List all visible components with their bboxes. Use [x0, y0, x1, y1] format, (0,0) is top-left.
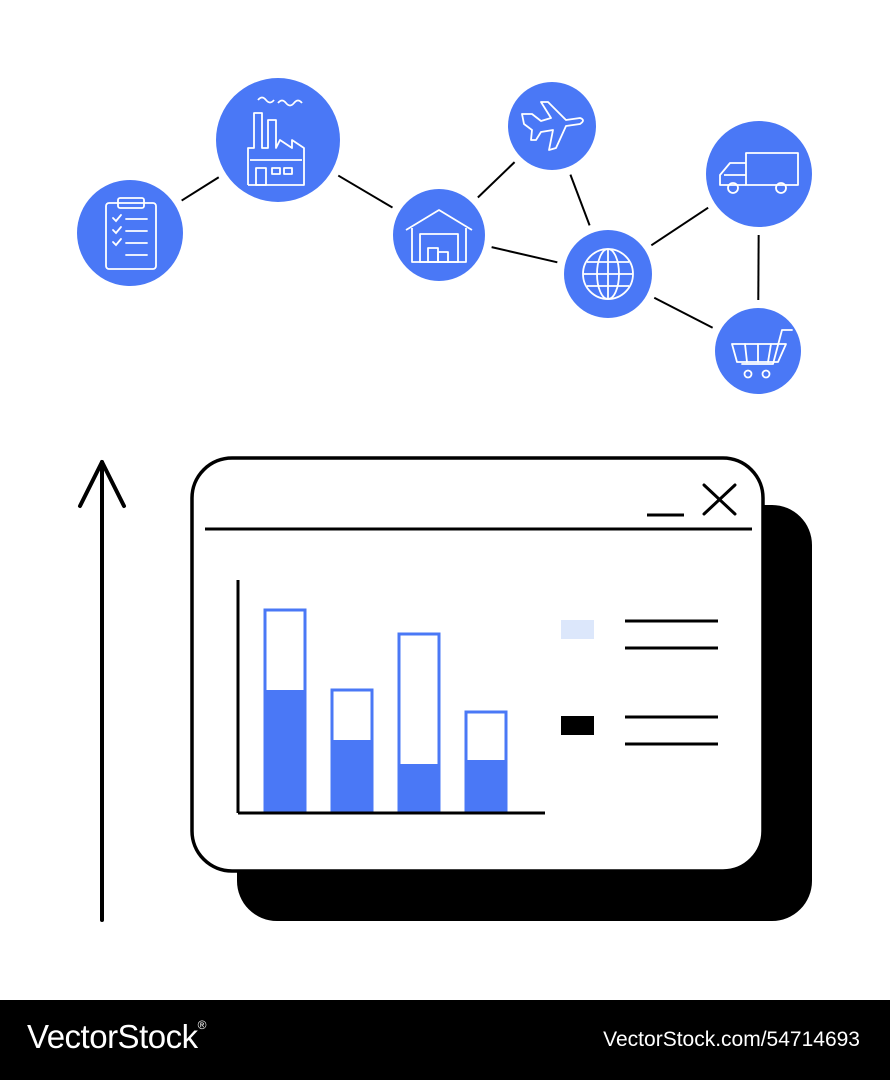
- watermark-brand-name: VectorStock: [27, 1018, 198, 1055]
- bar-2-segment-1: [332, 740, 372, 810]
- legend-swatch-1: [561, 620, 594, 639]
- bar-4-segment-1: [466, 760, 506, 810]
- bar-3-segment-2: [399, 634, 439, 764]
- edge-orders-factory: [181, 176, 220, 202]
- delivery-truck-icon: [719, 152, 799, 194]
- node-globe: [564, 230, 652, 318]
- edge-warehouse-globe: [491, 246, 558, 264]
- edge-airplane-globe: [569, 174, 591, 226]
- clipboard-checklist-icon: [105, 197, 157, 270]
- node-warehouse: [393, 189, 485, 281]
- edge-factory-warehouse: [337, 174, 394, 209]
- node-orders: [77, 180, 183, 286]
- airplane-icon: [521, 101, 584, 151]
- bar-3-outline: [397, 632, 441, 812]
- network-edges: [181, 161, 760, 329]
- bar-2-outline: [330, 688, 374, 812]
- node-factory: [216, 78, 340, 202]
- chart-window: [190, 456, 812, 921]
- close-icon[interactable]: [702, 483, 737, 516]
- bar-1-outline: [263, 608, 307, 812]
- chart-bars: [263, 608, 508, 812]
- bar-4-outline: [464, 710, 508, 812]
- factory-icon: [247, 96, 305, 186]
- watermark-image-id: VectorStock.com/54714693: [603, 1028, 860, 1051]
- illustration: [77, 78, 812, 922]
- edge-warehouse-airplane: [477, 161, 516, 199]
- bar-2-segment-2: [332, 690, 372, 740]
- node-truck: [706, 121, 812, 227]
- bar-1-segment-1: [265, 690, 305, 810]
- bar-1-segment-2: [265, 610, 305, 690]
- shopping-cart-icon: [731, 329, 793, 379]
- node-cart: [715, 308, 801, 394]
- edge-globe-truck: [650, 206, 709, 247]
- globe-icon: [582, 248, 634, 300]
- edge-globe-cart: [653, 296, 714, 329]
- bar-3-segment-1: [399, 764, 439, 810]
- chart-legend: [561, 619, 718, 746]
- watermark-bar: VectorStock® VectorStock.com/54714693: [0, 1000, 890, 1080]
- watermark-brand: VectorStock®: [27, 1018, 206, 1056]
- up-arrow-icon: [78, 460, 126, 922]
- bar-4-segment-2: [466, 712, 506, 760]
- watermark-brand-mark: ®: [197, 1018, 207, 1032]
- warehouse-icon: [405, 209, 473, 263]
- legend-swatch-2: [561, 716, 594, 735]
- node-airplane: [508, 82, 596, 170]
